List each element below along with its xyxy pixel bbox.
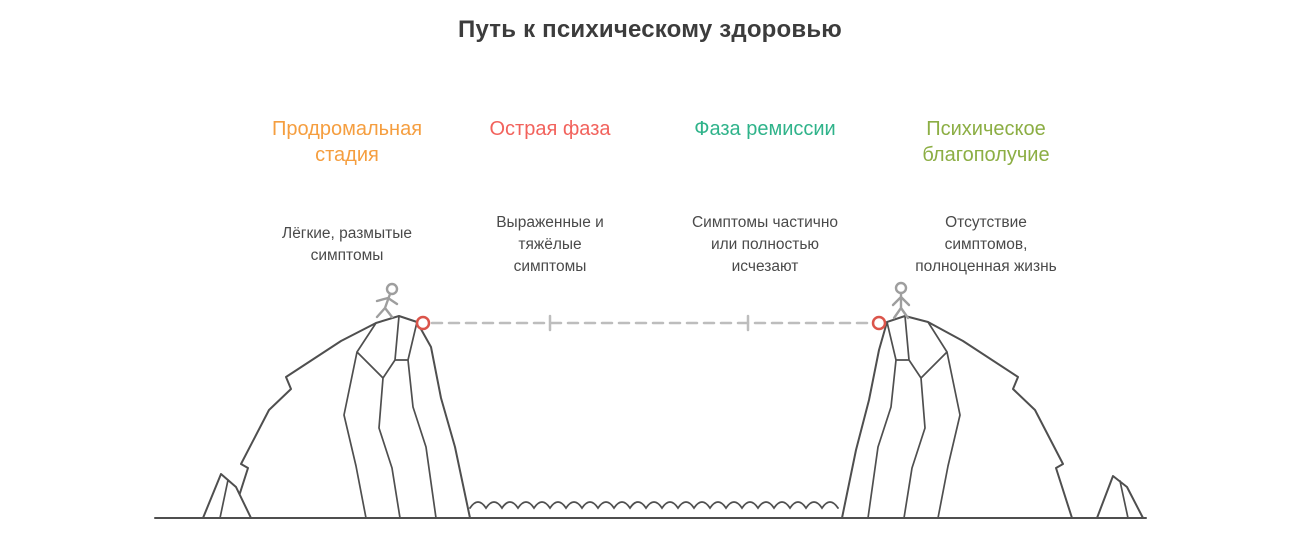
left-cliff xyxy=(202,315,471,519)
stage-acute-description: Выраженные и тяжёлые симптомы xyxy=(496,214,604,275)
anchor-circle-right xyxy=(871,315,887,331)
anchor-circle-left xyxy=(415,315,431,331)
stage-prodromal: Продромальная стадия Лёгкие, размытые си… xyxy=(232,98,462,298)
left-cliff-facets xyxy=(343,315,437,519)
stage-remission-description: Симптомы частично или полностью исчезают xyxy=(691,214,838,275)
right-rock-facet xyxy=(1119,480,1129,519)
stick-figure-left-body xyxy=(375,292,399,319)
right-cliff-outline xyxy=(841,315,1073,519)
stick-figure-right-body xyxy=(891,292,911,320)
stage-acute: Острая фаза Выраженные и тяжёлые симптом… xyxy=(460,98,640,298)
rope-tick-marks xyxy=(548,314,750,332)
stage-wellbeing-label: Психическое благополучие xyxy=(922,118,1050,166)
stage-remission-label: Фаза ремиссии xyxy=(694,118,836,140)
right-cliff-facets xyxy=(867,315,961,519)
stick-figure-left-head xyxy=(385,282,399,296)
stage-prodromal-description: Лёгкие, размытые симптомы xyxy=(282,225,412,264)
stage-wellbeing-description: Отсутствие симптомов, полноценная жизнь xyxy=(915,214,1057,275)
stick-figure-right xyxy=(891,281,911,320)
stage-acute-label: Острая фаза xyxy=(489,118,611,140)
water-waves xyxy=(469,501,839,510)
stick-figure-left xyxy=(375,282,399,319)
left-cliff-outline xyxy=(231,315,471,519)
left-rock xyxy=(202,473,252,519)
stage-remission: Фаза ремиссии Симптомы частично или полн… xyxy=(655,98,875,298)
stage-prodromal-label: Продромальная стадия xyxy=(271,118,423,166)
stage-wellbeing: Психическое благополучие Отсутствие симп… xyxy=(870,98,1102,298)
left-rock-facet xyxy=(219,479,229,519)
page-title: Путь к психическому здоровью xyxy=(458,16,842,43)
right-cliff xyxy=(841,315,1144,519)
